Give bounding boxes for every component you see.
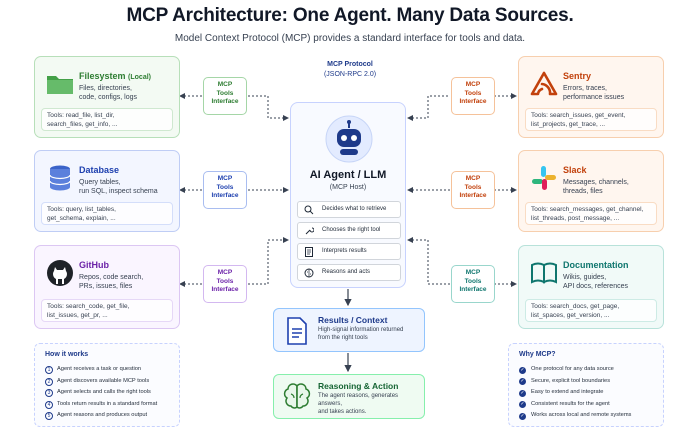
database-icon [49, 165, 71, 191]
source-filesystem[interactable]: Filesystem (Local) Files, directories, c… [34, 56, 180, 138]
source-documentation[interactable]: Documentation Wikis, guides, API docs, r… [518, 245, 664, 329]
agent-step-interpret: Interprets results [297, 243, 401, 260]
reasoning-box[interactable]: Reasoning & Action The agent reasons, ge… [273, 374, 425, 419]
agent-step-tool: Chooses the right tool [297, 222, 401, 239]
source-documentation-title: Documentation [563, 260, 629, 270]
source-filesystem-desc: Files, directories, code, configs, logs [79, 85, 137, 101]
robot-icon [325, 115, 373, 163]
agent-title: AI Agent / LLM [309, 169, 387, 181]
why-mcp-panel: Why MCP? ✓One protocol for any data sour… [508, 343, 664, 427]
source-documentation-tools: Tools: search_docs, get_page, list_space… [525, 299, 657, 322]
check-icon: ✓ [519, 366, 526, 374]
link-mcp-agent-1 [248, 95, 289, 121]
check-icon: ✓ [519, 389, 526, 397]
results-title: Results / Context [318, 315, 388, 325]
source-database[interactable]: Database Query tables, run SQL, inspect … [34, 150, 180, 232]
source-database-tools: Tools: query, list_tables, get_schema, e… [41, 202, 173, 225]
why-mcp-item: ✓Easy to extend and integrate [519, 389, 604, 397]
check-icon: ✓ [519, 401, 526, 408]
source-documentation-desc: Wikis, guides, API docs, references [563, 274, 628, 290]
source-sentry-tools: Tools: search_issues, get_event, list_pr… [525, 108, 657, 131]
why-mcp-list: ✓One protocol for any data source ✓Secur… [519, 364, 631, 422]
source-github-tools: Tools: search_code, get_file, list_issue… [41, 299, 173, 322]
reasoning-title: Reasoning & Action [318, 381, 399, 391]
protocol-label: MCP Protocol (JSON-RPC 2.0) [323, 61, 377, 78]
source-slack-title: Slack [563, 165, 587, 175]
check-icon: ✓ [519, 412, 526, 420]
source-database-title: Database [79, 165, 120, 175]
results-desc: High-signal information returned from th… [318, 327, 404, 341]
source-github[interactable]: GitHub Repos, code search, PRs, issues, … [34, 245, 180, 329]
why-mcp-item: ✓Consistent results for the agent [519, 400, 610, 408]
slack-icon [532, 166, 556, 190]
document-icon [287, 317, 307, 345]
source-slack[interactable]: Slack Messages, channels, threads, files… [518, 150, 664, 232]
source-sentry-title: Sentry [563, 71, 592, 81]
page-title: MCP Architecture: One Agent. Many Data S… [126, 5, 574, 26]
github-icon [47, 260, 73, 286]
link-agent-mcp-4 [407, 95, 450, 121]
source-github-title: GitHub [79, 260, 109, 270]
brain-icon [283, 383, 311, 409]
folder-icon [47, 76, 73, 94]
why-mcp-item: ✓Works across local and remote systems [519, 412, 632, 420]
why-mcp-item: ✓Secure, explicit tool boundaries [519, 377, 611, 385]
page-subtitle: Model Context Protocol (MCP) provides a … [174, 33, 526, 44]
brain-icon [304, 268, 314, 278]
book-icon [531, 262, 557, 284]
link-mcp-agent-3 [248, 237, 289, 285]
source-github-desc: Repos, code search, PRs, issues, files [79, 274, 144, 290]
source-filesystem-tools: Tools: read_file, list_dir, search_files… [41, 108, 173, 131]
reasoning-desc: The agent reasons, generates answers, an… [318, 393, 399, 415]
how-it-works-title: How it works [45, 351, 89, 358]
agent-subtitle: (MCP Host) [329, 184, 367, 191]
link-agent-mcp-6 [407, 237, 450, 285]
check-icon: ✓ [519, 378, 526, 385]
results-box[interactable]: Results / Context High-signal informatio… [273, 308, 425, 352]
agent-step-reason: Reasons and acts [297, 264, 401, 281]
wrench-icon [305, 227, 314, 235]
source-filesystem-qualifier: (Local) [128, 74, 151, 81]
why-mcp-title: Why MCP? [519, 351, 556, 358]
document-icon [305, 247, 313, 257]
source-slack-desc: Messages, channels, threads, files [563, 179, 629, 195]
source-database-desc: Query tables, run SQL, inspect schema [79, 179, 158, 195]
search-icon [304, 205, 314, 215]
sentry-icon [530, 71, 558, 96]
why-mcp-item: ✓One protocol for any data source [519, 366, 614, 374]
source-slack-tools: Tools: search_messages, get_channel, lis… [525, 202, 657, 225]
source-sentry[interactable]: Sentry Errors, traces, performance issue… [518, 56, 664, 138]
agent-box[interactable]: AI Agent / LLM (MCP Host) Decides what t… [290, 102, 406, 288]
agent-step-retrieve: Decides what to retrieve [297, 201, 401, 218]
source-sentry-desc: Errors, traces, performance issues [563, 85, 625, 101]
source-filesystem-title: Filesystem [79, 71, 126, 81]
